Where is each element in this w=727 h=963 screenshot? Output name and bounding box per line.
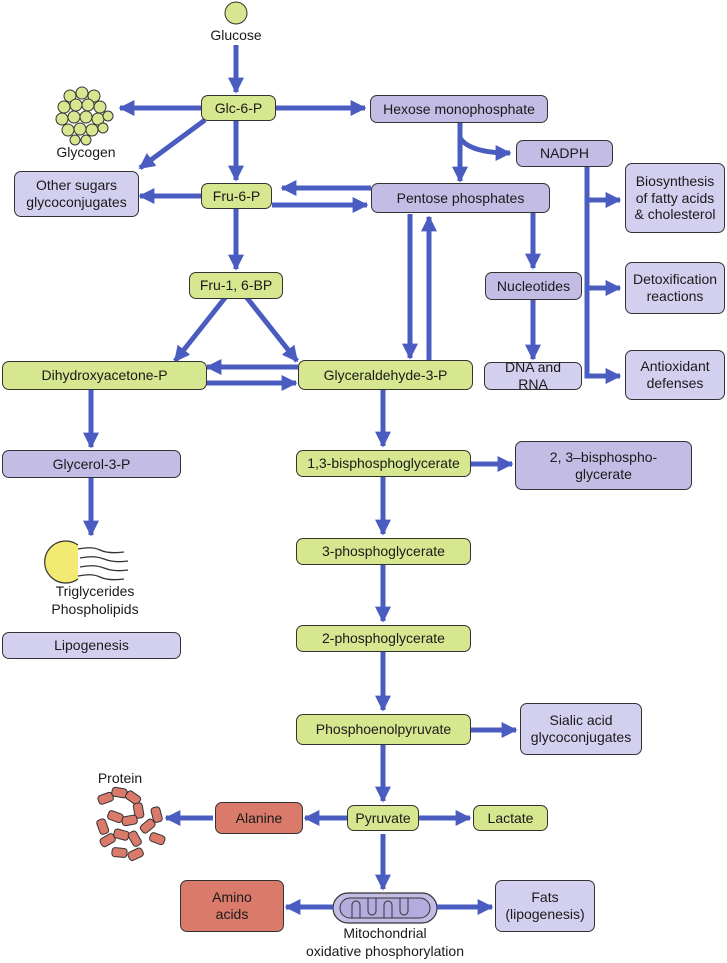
node-nadph: NADPH [516, 140, 613, 167]
node-pentose-phosphates: Pentose phosphates [371, 183, 550, 213]
node-sialic-acid-glycoconjugates: Sialic acid glycoconjugates [520, 703, 642, 755]
node-alanine: Alanine [215, 802, 303, 834]
node-lactate: Lactate [473, 805, 548, 831]
node-dna-and-rna: DNA and RNA [484, 359, 582, 392]
glycogen-label: Glycogen [56, 144, 116, 160]
node-lipogenesis: Lipogenesis [2, 632, 181, 659]
glycogen-granule-icon [55, 86, 114, 146]
glucose-label: Glucose [210, 27, 262, 43]
node-biosynthesis-fatty-acids-cholesterol: Biosynthesis of fatty acids & cholestero… [625, 163, 725, 233]
node-2-3-bisphosphoglycerate: 2, 3–bisphospho- glycerate [515, 441, 692, 490]
node-dihydroxyacetone-p: Dihydroxyacetone-P [2, 361, 207, 390]
node-amino-acids: Amino acids [180, 880, 284, 932]
node-1-3-bisphosphoglycerate: 1,3-bisphosphoglycerate [296, 450, 471, 477]
node-glycerol-3-p: Glycerol-3-P [2, 450, 181, 478]
node-glyceraldehyde-3-p: Glyceraldehyde-3-P [298, 360, 473, 390]
node-fru-1-6-bp: Fru-1, 6-BP [189, 272, 283, 299]
node-nucleotides: Nucleotides [485, 272, 582, 300]
node-antioxidant-defenses: Antioxidant defenses [625, 350, 725, 400]
node-detoxification-reactions: Detoxification reactions [625, 262, 725, 314]
node-pyruvate: Pyruvate [347, 805, 419, 831]
mitochondrion-icon [332, 892, 438, 924]
mitochondrial-oxphos-label: Mitochondrial oxidative phosphorylation [306, 925, 464, 959]
lipid-icon [44, 540, 129, 584]
node-other-sugars-glycoconjugates: Other sugars glycoconjugates [14, 171, 139, 217]
node-fru-6-p: Fru-6-P [201, 183, 272, 209]
node-3-phosphoglycerate: 3-phosphoglycerate [296, 538, 471, 565]
glucose-molecule-icon [224, 1, 248, 25]
node-fats-lipogenesis: Fats (lipogenesis) [495, 880, 595, 932]
node-glc-6-p: Glc-6-P [201, 95, 276, 121]
protein-label: Protein [97, 770, 143, 786]
node-phosphoenolpyruvate: Phosphoenolpyruvate [296, 714, 471, 745]
node-2-phosphoglycerate: 2-phosphoglycerate [296, 625, 471, 652]
triglycerides-phospholipids-label: Triglycerides Phospholipids [51, 583, 139, 617]
node-hexose-monophosphate: Hexose monophosphate [370, 95, 548, 123]
protein-chain-icon [96, 786, 166, 862]
